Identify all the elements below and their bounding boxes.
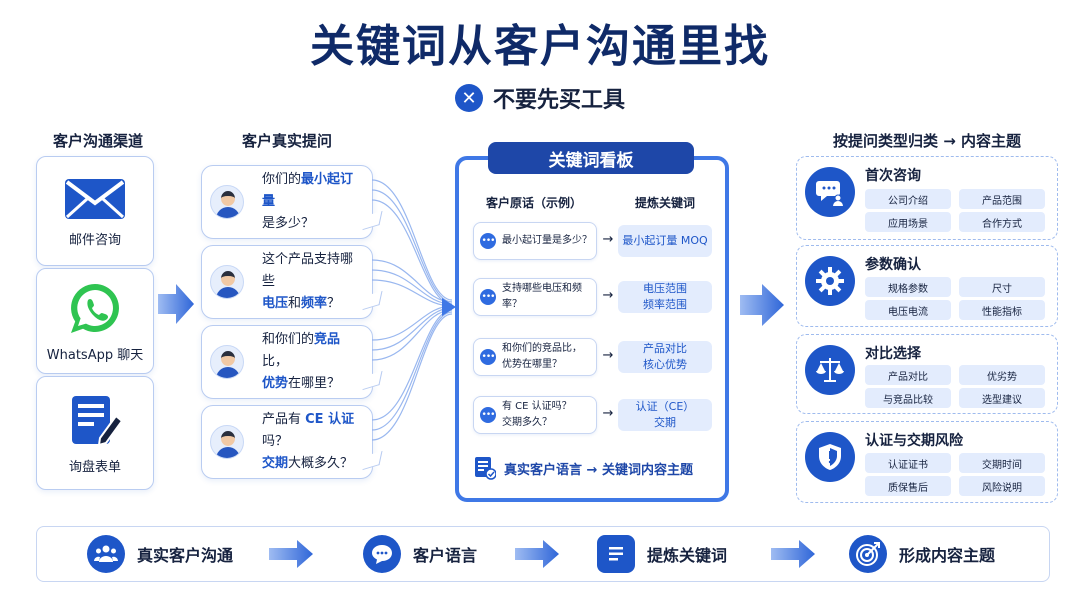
arrow-icon: →	[602, 348, 614, 363]
question-text: 产品有 CE 认证吗？ 交期大概多久？	[262, 412, 355, 471]
keyword-chip: 电压范围频率范围	[618, 281, 712, 313]
channel-form-label: 询盘表单	[68, 459, 121, 475]
keyword-board	[455, 156, 729, 502]
shield-icon	[805, 432, 855, 482]
category-tag: 尺寸	[959, 277, 1045, 297]
flow-step-label: 形成内容主题	[899, 546, 996, 565]
board-col-original: 客户原话（示例）	[485, 196, 582, 210]
question-bubble: 你们的最小起订量 是多少？	[201, 165, 373, 239]
chat-dots-icon: •••	[480, 349, 496, 365]
category-tag: 产品范围	[959, 189, 1045, 209]
category-tag: 合作方式	[959, 212, 1045, 232]
channel-whatsapp: WhatsApp 聊天	[36, 268, 154, 374]
question-text: 和你们的竞品比， 优势在哪里？	[262, 332, 341, 391]
category-tag: 性能指标	[959, 300, 1045, 320]
board-title: 关键词看板	[488, 142, 694, 174]
channel-email: 邮件咨询	[36, 156, 154, 266]
category-tag: 优劣势	[959, 365, 1045, 385]
board-footer-text: 真实客户语言 → 关键词内容主题	[504, 462, 693, 478]
original-quote: ••• 支持哪些电压和频率？	[473, 278, 597, 316]
category-tag: 风险说明	[959, 476, 1045, 496]
avatar	[210, 425, 244, 459]
avatar	[210, 265, 244, 299]
original-quote: ••• 最小起订量是多少？	[473, 222, 597, 260]
whatsapp-icon	[71, 283, 119, 333]
questions-heading: 客户真实提问	[241, 132, 332, 150]
people-icon	[87, 535, 125, 573]
original-quote: ••• 和你们的竞品比，优势在哪里？	[473, 338, 597, 376]
category-title: 对比选择	[865, 346, 921, 362]
arrow-right-icon	[515, 540, 559, 568]
keyword-chip: 产品对比核心优势	[618, 341, 712, 373]
question-bubble: 这个产品支持哪些 电压和频率？	[201, 245, 373, 319]
arrow-right-icon	[158, 284, 194, 324]
board-footer: 真实客户语言 → 关键词内容主题	[474, 456, 693, 480]
category-tag: 公司介绍	[865, 189, 951, 209]
flow-step: 客户语言	[363, 535, 477, 573]
avatar	[210, 185, 244, 219]
chat-dots-icon: •••	[480, 407, 496, 423]
document-check-icon	[475, 457, 496, 480]
chat-user-icon	[805, 167, 855, 217]
category-tag: 认证证书	[865, 453, 951, 473]
channel-email-label: 邮件咨询	[68, 232, 121, 248]
question-bubble: 和你们的竞品比， 优势在哪里？	[201, 325, 373, 399]
category-card: 首次咨询 公司介绍 产品范围 应用场景 合作方式	[796, 156, 1058, 240]
mail-icon	[65, 178, 125, 219]
category-title: 认证与交期风险	[865, 433, 963, 449]
question-bubble: 产品有 CE 认证吗？ 交期大概多久？	[201, 405, 373, 479]
arrow-icon: →	[602, 232, 614, 247]
chat-dots-icon: •••	[480, 233, 496, 249]
x-circle-icon: ✕	[454, 84, 483, 112]
category-tag: 产品对比	[865, 365, 951, 385]
board-col-keyword: 提炼关键词	[634, 196, 695, 210]
arrow-right-icon	[771, 540, 815, 568]
target-icon	[849, 535, 887, 573]
categories-heading: 按提问类型归类 → 内容主题	[832, 132, 1021, 150]
category-title: 参数确认	[865, 257, 921, 273]
category-card: 对比选择 产品对比 优劣势 与竞品比较 选型建议	[796, 334, 1058, 414]
category-tag: 与竞品比较	[865, 388, 951, 408]
chat-bubble-icon	[363, 535, 401, 573]
category-card: 参数确认 规格参数 尺寸 电压电流 性能指标	[796, 245, 1058, 327]
gear-icon	[805, 256, 855, 306]
scale-icon	[805, 345, 855, 395]
question-text: 这个产品支持哪些 电压和频率？	[262, 252, 354, 311]
channel-form: 询盘表单	[36, 376, 154, 490]
keyword-chip: 认证（CE）交期	[618, 399, 712, 431]
category-tag: 选型建议	[959, 388, 1045, 408]
category-tag: 电压电流	[865, 300, 951, 320]
category-tag: 质保售后	[865, 476, 951, 496]
subtitle-text: 不要先买工具	[492, 88, 625, 113]
converging-lines	[372, 179, 456, 441]
original-quote: ••• 有 CE 认证吗？交期多久？	[473, 396, 597, 434]
flow-step-label: 提炼关键词	[647, 546, 728, 565]
flow-step-label: 客户语言	[413, 546, 478, 565]
category-tag: 交期时间	[959, 453, 1045, 473]
question-text: 你们的最小起订量 是多少？	[262, 172, 354, 231]
subtitle: ✕ 不要先买工具	[0, 82, 1080, 114]
chat-dots-icon: •••	[480, 289, 496, 305]
channel-whatsapp-label: WhatsApp 聊天	[46, 347, 144, 363]
arrow-icon: →	[602, 288, 614, 303]
category-card: 认证与交期风险 认证证书 交期时间 质保售后 风险说明	[796, 421, 1058, 503]
list-doc-icon	[597, 535, 635, 573]
page-title: 关键词从客户沟通里找	[310, 21, 770, 72]
avatar	[210, 345, 244, 379]
arrow-right-icon	[740, 284, 784, 326]
category-tag: 应用场景	[865, 212, 951, 232]
flow-step: 形成内容主题	[849, 535, 995, 573]
arrow-icon: →	[602, 406, 614, 421]
flow-step: 提炼关键词	[597, 535, 727, 573]
channels-heading: 客户沟通渠道	[52, 132, 143, 150]
keyword-chip: 最小起订量 MOQ	[618, 225, 712, 257]
form-icon	[72, 395, 124, 446]
flow-step: 真实客户沟通	[87, 535, 233, 573]
process-flow: 真实客户沟通 客户语言 提炼关键词 形成内容主题	[36, 526, 1050, 582]
arrow-right-icon	[269, 540, 313, 568]
category-tag: 规格参数	[865, 277, 951, 297]
category-title: 首次咨询	[865, 168, 921, 184]
flow-step-label: 真实客户沟通	[137, 546, 234, 565]
